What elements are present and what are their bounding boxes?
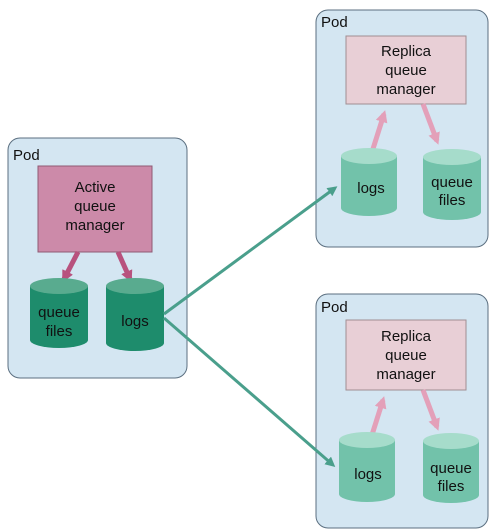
- replica-bottom-queue-files-line-1: queue: [430, 460, 472, 477]
- replica-pod-top: Pod Replica queue manager logs queue fil…: [315, 9, 489, 248]
- replica-bottom-qm-to-queue-files-arrow: [420, 389, 440, 431]
- replica-bottom-logs-label: logs: [354, 466, 382, 483]
- active-queue-manager: [37, 165, 153, 253]
- replica-top-queue-manager: [345, 35, 467, 105]
- active-queue-files-line-1: queue: [38, 304, 80, 321]
- replica-bottom-qm-line-1: Replica: [381, 328, 432, 345]
- active-qm-to-queue-files-arrow: [61, 250, 81, 283]
- replication-arrow-to-top-pod: [163, 186, 338, 316]
- replica-bottom-qm-line-3: manager: [376, 366, 435, 383]
- active-qm-line-2: queue: [74, 198, 116, 215]
- replication-arrow-to-bottom-pod: [163, 316, 336, 467]
- active-logs-cylinder: [106, 278, 164, 351]
- active-pod-title: Pod: [13, 147, 40, 164]
- replica-top-logs-to-qm-arrow: [369, 110, 388, 153]
- active-qm-to-logs-arrow: [115, 250, 133, 283]
- active-queue-files-cylinder: [30, 278, 88, 348]
- replica-bottom-logs-cylinder: [339, 432, 395, 502]
- replica-pod-bottom: Pod Replica queue manager logs queue fil…: [315, 293, 489, 529]
- replica-bottom-qm-line-2: queue: [385, 347, 427, 364]
- active-pod: Pod Active queue manager queue files log…: [7, 137, 188, 379]
- active-qm-line-3: manager: [65, 217, 124, 234]
- replica-top-qm-line-3: manager: [376, 81, 435, 98]
- active-qm-line-1: Active: [75, 179, 116, 196]
- replica-top-pod-title: Pod: [321, 14, 348, 31]
- replica-bottom-pod-title: Pod: [321, 299, 348, 316]
- replica-top-logs-label: logs: [357, 180, 385, 197]
- active-logs-label: logs: [121, 313, 149, 330]
- replica-top-qm-line-1: Replica: [381, 43, 432, 60]
- replica-top-queue-files-cylinder: [423, 149, 481, 220]
- replica-top-qm-line-2: queue: [385, 62, 427, 79]
- replica-top-logs-cylinder: [341, 148, 397, 216]
- active-queue-files-line-2: files: [46, 323, 73, 340]
- replica-bottom-logs-to-qm-arrow: [368, 396, 387, 439]
- replica-top-queue-files-line-1: queue: [431, 174, 473, 191]
- replica-bottom-queue-files-line-2: files: [438, 478, 465, 495]
- replica-top-queue-files-line-2: files: [439, 192, 466, 209]
- replica-bottom-queue-manager: [345, 319, 467, 391]
- replica-top-qm-to-queue-files-arrow: [420, 103, 440, 145]
- replica-bottom-queue-files-cylinder: [423, 433, 479, 503]
